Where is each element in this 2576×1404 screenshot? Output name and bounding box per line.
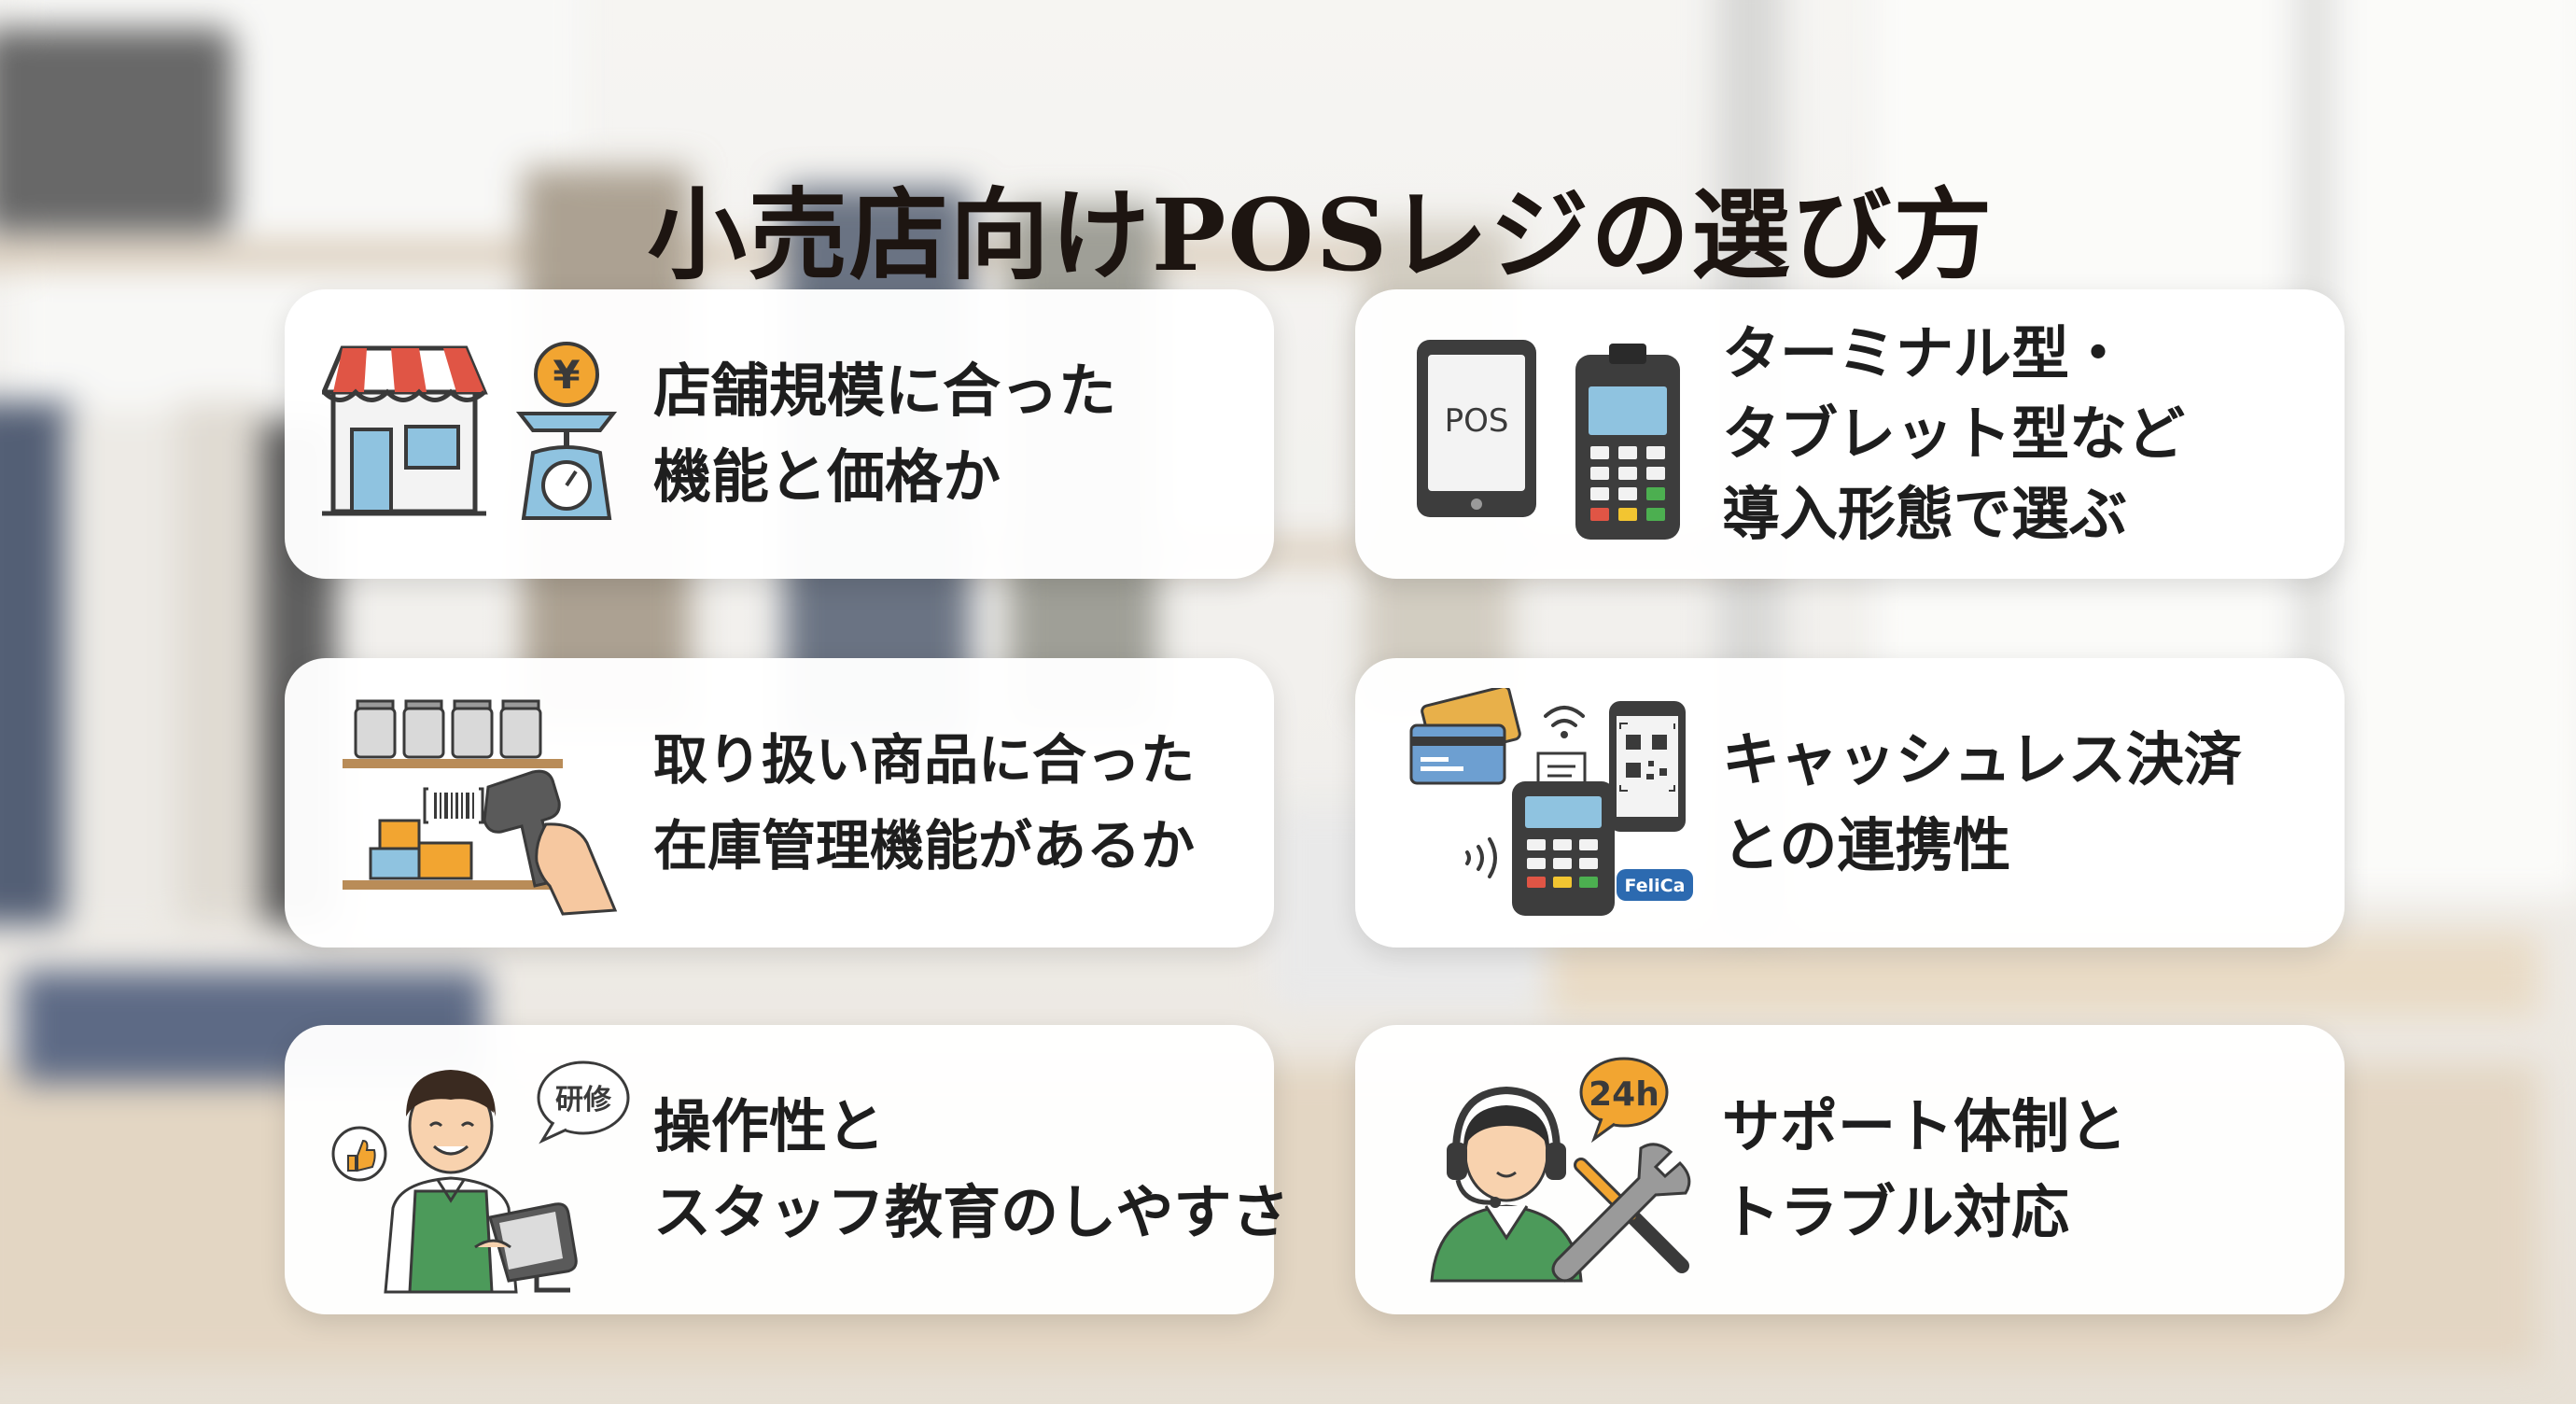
card-text: ターミナル型・ タブレット型など 導入形態で選ぶ — [1722, 289, 2185, 579]
card-cashless: FeliCa キャッシュレス決済 との連携性 — [1355, 658, 2345, 948]
svg-text:¥: ¥ — [553, 352, 580, 398]
card-line: 取り扱い商品に合った — [653, 728, 1196, 792]
card-text: キャッシュレス決済 との連携性 — [1722, 658, 2242, 948]
staff-training-icon: 研修 — [326, 1051, 643, 1294]
support-hours-label: 24h — [1589, 1075, 1659, 1114]
card-line: 在庫管理機能があるか — [653, 814, 1196, 878]
card-line: タブレット型など — [1722, 400, 2186, 468]
card-usability: 研修 操作性と スタッフ教育のしやすさ — [285, 1025, 1289, 1314]
card-line: キャッシュレス決済 — [1722, 725, 2242, 793]
clothes-2 — [65, 411, 177, 934]
card-support: 24h サポート体制と トラブル対応 — [1355, 1025, 2345, 1314]
card-line: スタッフ教育のしやすさ — [653, 1178, 1290, 1246]
card-line: 操作性と — [653, 1092, 886, 1160]
card-line: ターミナル型・ — [1722, 319, 2128, 387]
card-line: 機能と価格か — [653, 442, 1001, 511]
card-line: 導入形態で選ぶ — [1722, 480, 2128, 548]
support-headset-icon: 24h — [1415, 1055, 1704, 1288]
page-title: 小売店向けPOSレジの選び方 — [647, 176, 1995, 294]
card-store-scale: ¥ 店舗規模に合った 機能と価格か — [285, 289, 1274, 579]
counter-top — [1549, 934, 2539, 1018]
card-line: 店舗規模に合った — [653, 357, 1117, 425]
card-line: との連携性 — [1722, 811, 2011, 879]
card-line: トラブル対応 — [1722, 1178, 2070, 1246]
card-text: 操作性と スタッフ教育のしやすさ — [653, 1025, 1289, 1314]
card-text: サポート体制と トラブル対応 — [1722, 1025, 2127, 1314]
card-install-type: POS ターミナル型・ タブレット型など 導入形態で選ぶ — [1355, 289, 2345, 579]
training-label: 研修 — [555, 1084, 612, 1116]
clothes-3 — [177, 401, 271, 924]
clothes-1 — [0, 401, 75, 924]
inventory-scanner-icon — [343, 694, 623, 918]
cashless-payment-icon: FeliCa — [1407, 685, 1697, 921]
hanging-bag — [0, 28, 233, 233]
card-line: サポート体制と — [1722, 1092, 2128, 1160]
card-text: 取り扱い商品に合った 在庫管理機能があるか — [653, 658, 1195, 948]
tablet-label: POS — [1445, 402, 1509, 440]
card-inventory: 取り扱い商品に合った 在庫管理機能があるか — [285, 658, 1274, 948]
store-scale-icon: ¥ — [320, 341, 639, 527]
felica-label: FeliCa — [1625, 876, 1686, 896]
card-text: 店舗規模に合った 機能と価格か — [653, 289, 1116, 579]
pos-terminal-tablet-icon: POS — [1411, 329, 1691, 543]
